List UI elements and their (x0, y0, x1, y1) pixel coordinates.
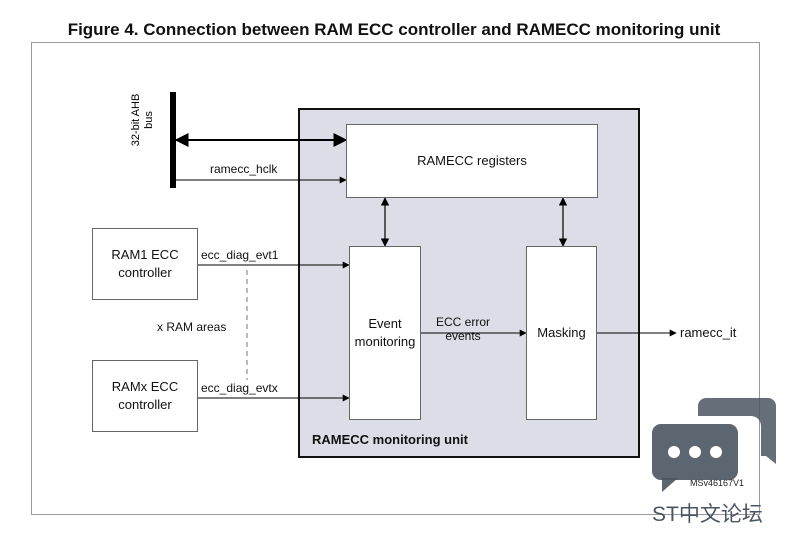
bus-label-line1: 32-bit AHB (130, 93, 142, 147)
figure-title: Figure 4. Connection between RAM ECC con… (67, 20, 721, 39)
registers-label: RAMECC registers (417, 153, 527, 169)
figure-frame (31, 42, 760, 515)
errors-line2: events (445, 328, 481, 343)
event-monitoring-box: Event monitoring (349, 246, 421, 420)
ramx-controller-box: RAMx ECC controller (92, 360, 198, 432)
figure-code: MSv46167V1 (690, 478, 745, 488)
ram1-line2: controller (118, 265, 172, 280)
ahb-bus (170, 92, 176, 188)
ram1-controller-box: RAM1 ECC controller (92, 228, 198, 300)
chat-bubbles-icon (652, 398, 776, 492)
x-ram-areas-label: x RAM areas (157, 320, 227, 334)
hclk-label: ramecc_hclk (210, 162, 278, 176)
ecc-error-events-label: ECC error events (436, 315, 491, 344)
bus-label: 32-bit AHB bus (130, 90, 156, 150)
ramx-line2: controller (118, 397, 172, 412)
event-line2: monitoring (354, 334, 416, 349)
event-line1: Event (368, 316, 402, 332)
unit-label: RAMECC monitoring unit (312, 432, 468, 447)
ramx-line1: RAMx ECC (111, 379, 179, 395)
bus-label-line2: bus (143, 111, 156, 129)
output-label: ramecc_it (680, 325, 737, 340)
ramecc-registers-box: RAMECC registers (346, 124, 598, 198)
masking-box: Masking (526, 246, 597, 420)
evtx-label: ecc_diag_evtx (201, 381, 278, 395)
ram1-line1: RAM1 ECC (111, 247, 179, 263)
watermark-text: ST中文论坛 (652, 503, 763, 526)
errors-line1: ECC error (436, 315, 491, 329)
evt1-label: ecc_diag_evt1 (201, 248, 279, 262)
masking-label: Masking (537, 325, 586, 341)
